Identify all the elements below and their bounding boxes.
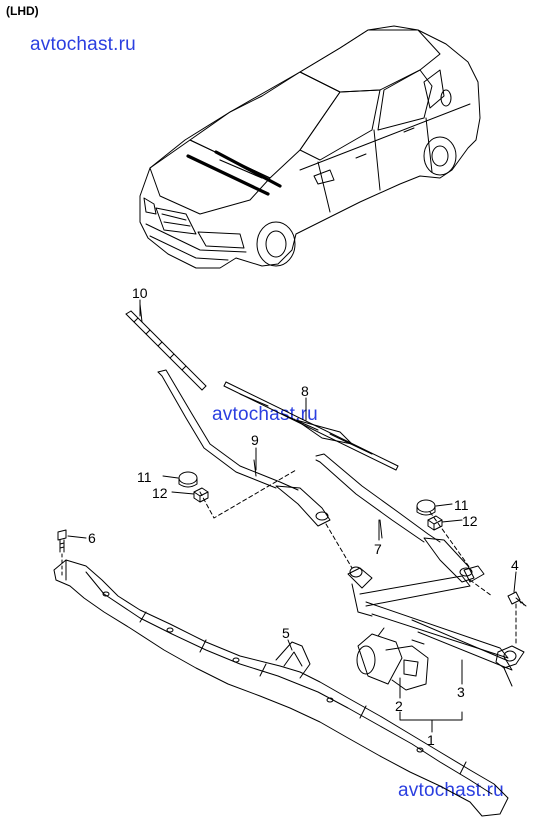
cap-and-nut-right [416, 499, 443, 531]
wiper-motor-2 [356, 627, 429, 691]
wiper-arm-9 [157, 369, 331, 527]
leader-lines [199, 469, 517, 645]
callout-9: 9 [251, 432, 259, 448]
callout-6: 6 [88, 530, 96, 546]
bolt-6 [57, 529, 67, 579]
wiper-arm-7 [315, 453, 475, 583]
watermark-middle: avtochast.ru [212, 404, 318, 425]
callout-7: 7 [374, 541, 382, 557]
diagram-variant-label: (LHD) [6, 4, 39, 18]
bolt-4 [507, 591, 527, 607]
callout-11-left: 11 [137, 469, 152, 485]
callout-3: 3 [457, 684, 465, 700]
callout-12-right: 12 [462, 513, 478, 529]
watermark-bottom: avtochast.ru [398, 780, 504, 801]
callout-leaders [67, 299, 517, 733]
callout-1: 1 [427, 732, 435, 748]
callout-11-right: 11 [454, 497, 469, 513]
callout-5: 5 [282, 625, 290, 641]
wiper-linkage-3 [347, 565, 525, 687]
callout-4: 4 [511, 557, 519, 573]
cowl-panel-5 [53, 559, 509, 817]
car-illustration [139, 25, 481, 269]
callout-12-left: 12 [152, 485, 168, 501]
wiper-blade-8 [223, 381, 399, 471]
callout-10: 10 [132, 285, 148, 301]
cap-and-nut-left [178, 471, 209, 503]
watermark-top: avtochast.ru [30, 34, 136, 55]
callout-2: 2 [395, 698, 403, 714]
callout-8: 8 [301, 383, 309, 399]
wiper-blade-10 [125, 303, 207, 391]
